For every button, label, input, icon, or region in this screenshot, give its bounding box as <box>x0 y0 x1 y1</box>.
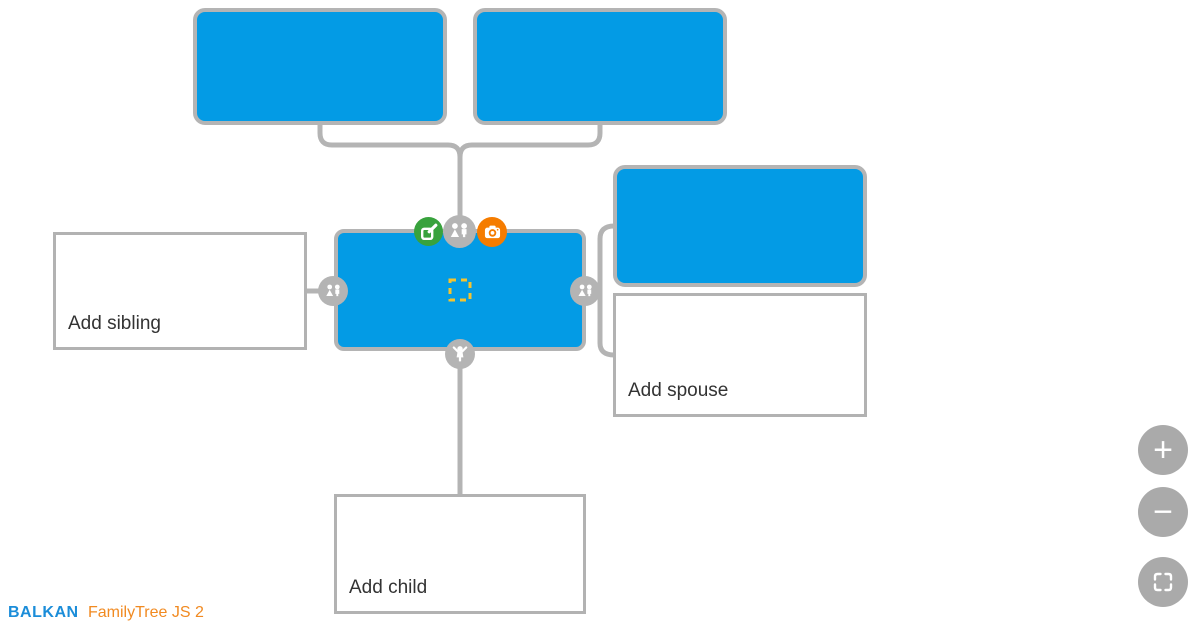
add-child-card[interactable]: Add child <box>334 494 586 614</box>
minus-icon: − <box>1153 493 1173 531</box>
link-parent-left <box>317 124 463 231</box>
edit-node-button[interactable] <box>414 217 443 246</box>
add-child-label: Add child <box>349 577 428 598</box>
add-spouse-label: Add spouse <box>628 380 729 401</box>
fit-screen-icon <box>1153 572 1173 592</box>
add-child-button[interactable] <box>445 339 475 369</box>
plus-icon: + <box>1153 431 1173 469</box>
link-spouse-bracket <box>597 223 615 358</box>
parents-icon <box>450 223 467 238</box>
add-sibling-button[interactable] <box>318 276 348 306</box>
brand-name: BALKAN <box>8 604 79 621</box>
link-parent-right <box>457 124 603 158</box>
add-sibling-card[interactable]: Add sibling <box>53 232 307 350</box>
add-spouse-card[interactable]: Add spouse <box>613 293 867 417</box>
add-sibling-label: Add sibling <box>68 313 161 334</box>
siblings-icon <box>325 284 340 296</box>
add-spouse-button[interactable] <box>570 276 600 306</box>
edit-pencil-icon <box>420 223 437 240</box>
parent-right-node-card[interactable] <box>473 8 727 125</box>
child-icon <box>452 346 468 362</box>
parent-left-node-card[interactable] <box>193 8 447 125</box>
photo-placeholder-selection <box>448 278 472 302</box>
product-name: FamilyTree JS 2 <box>88 604 204 621</box>
fit-screen-button[interactable] <box>1138 557 1188 607</box>
camera-icon <box>484 225 500 238</box>
brand-logo[interactable]: BALKAN FamilyTree JS 2 <box>8 604 204 622</box>
zoom-out-button[interactable]: − <box>1138 487 1188 537</box>
zoom-in-button[interactable]: + <box>1138 425 1188 475</box>
spouse-node-card[interactable] <box>613 165 867 287</box>
couple-icon <box>577 284 592 296</box>
add-photo-button[interactable] <box>477 217 507 247</box>
add-parents-button[interactable] <box>443 215 476 248</box>
